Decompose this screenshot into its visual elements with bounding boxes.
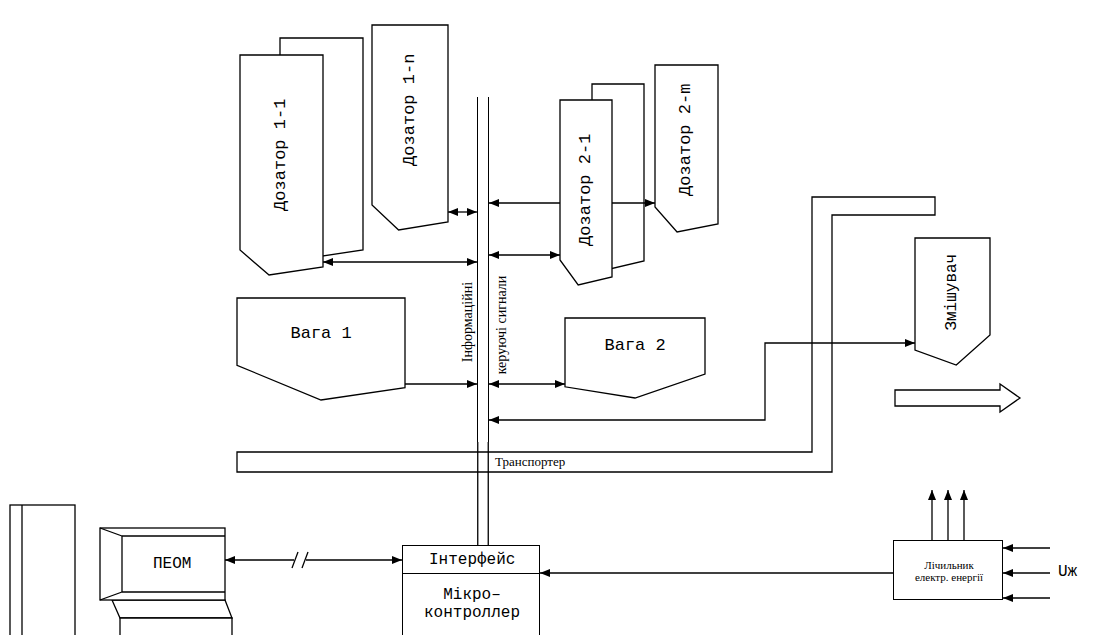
node-text: Вага 1 (291, 324, 352, 344)
node-text: Мікро– контроллер (410, 586, 534, 623)
break-gap (294, 550, 306, 570)
break-stroke (302, 552, 308, 568)
divider-line (403, 573, 539, 574)
scale-hopper-outline (237, 298, 405, 400)
node-text: Лічильник електр. енергії (909, 559, 989, 584)
node-text: Вага 2 (605, 336, 666, 356)
output-arrow (895, 384, 1020, 412)
mixer: Змішувач (915, 238, 990, 365)
pc-monitor: ПЕОМ (100, 528, 225, 600)
node-text: Інформаційні (460, 282, 476, 362)
monitor-frame (100, 528, 225, 600)
energy-meter: Лічильник електр. енергії (893, 540, 1003, 600)
doser: Дозатор 2-1 (560, 100, 612, 285)
scale-hopper: Вага 1 (237, 298, 405, 400)
node-text: Змішувач (943, 254, 961, 331)
node-text: керуючі сигнали (494, 276, 510, 375)
monitor-edge (100, 528, 122, 536)
voltage-label: Uж (1058, 563, 1077, 581)
monitor-edge (122, 591, 225, 592)
connector-arrow (323, 261, 477, 262)
conveyor-shape (237, 197, 935, 472)
connector-arrow (448, 211, 477, 212)
node-text: Дозатор 2-m (676, 84, 696, 196)
scale-hopper-outline (565, 318, 705, 398)
meter-output-arrows (932, 490, 964, 540)
conveyor-band-outline (237, 197, 935, 472)
doser: Дозатор 1-1 (240, 55, 323, 275)
computer-tower (10, 505, 75, 635)
scale-hopper: Вага 2 (565, 318, 705, 398)
break-stroke (292, 552, 298, 568)
mixer-shape (915, 238, 990, 365)
node-text: Інтерфейс (429, 551, 515, 569)
doser-shape (560, 100, 612, 285)
scale-hopper-shape (565, 318, 705, 398)
doser-shape (372, 25, 448, 230)
signal-bus: Інформаційнікеруючі сигнали (477, 97, 489, 442)
connector-arrow (489, 254, 560, 255)
monitor-edge (122, 535, 225, 536)
connector-arrow (540, 572, 893, 573)
monitor-edge (121, 536, 122, 592)
node-text: ПЕОМ (153, 555, 191, 573)
node-text: Дозатор 1-n (400, 54, 420, 166)
doser-shape (655, 65, 718, 232)
node-text: Транспортер (495, 455, 565, 470)
meter-input-arrows (1003, 548, 1050, 598)
connector-arrow (478, 442, 489, 545)
computer-keyboard (112, 600, 232, 635)
scale-hopper-shape (237, 298, 405, 400)
node-text: Дозатор 1-1 (271, 99, 291, 211)
controller-box: ІнтерфейсМікро– контроллер (402, 545, 540, 635)
connector-arrow (405, 383, 477, 384)
doser: Дозатор 1-n (372, 25, 448, 230)
conveyor-band: Транспортер (237, 197, 935, 472)
connector-arrow (225, 559, 402, 560)
connector-arrow (489, 383, 565, 384)
doser: Дозатор 2-m (655, 65, 718, 232)
monitor-edge (100, 592, 122, 600)
doser-shape (240, 55, 323, 275)
node-text: Дозатор 2-1 (576, 134, 596, 246)
